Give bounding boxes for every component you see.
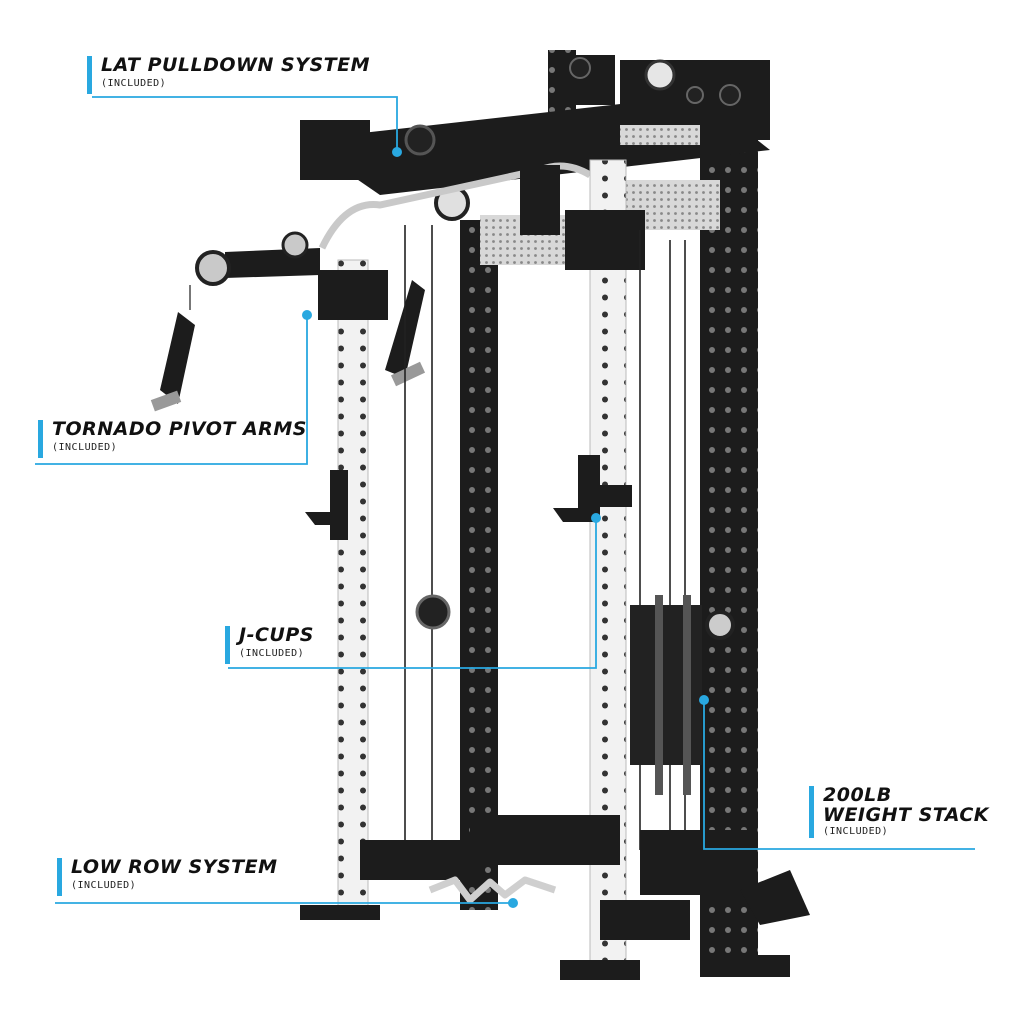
callout-accent-bar xyxy=(38,420,43,458)
top-pulleys xyxy=(404,57,741,221)
callout-accent-bar xyxy=(57,858,62,896)
callout-subtitle: (INCLUDED) xyxy=(101,78,167,89)
callout-subtitle: (INCLUDED) xyxy=(71,880,137,891)
rear-uprights xyxy=(460,50,758,960)
callout-subtitle: (INCLUDED) xyxy=(239,648,305,659)
callout-title-line1: 200LB xyxy=(823,784,892,806)
callout-title: LAT PULLDOWN SYSTEM xyxy=(101,54,371,76)
cable-pulley xyxy=(415,594,451,630)
callout-title: TORNADO PIVOT ARMS xyxy=(52,418,307,440)
leader-lines xyxy=(35,96,975,908)
callout-title: J-CUPS xyxy=(239,624,314,646)
low-row-bar xyxy=(428,876,557,904)
callout-subtitle: (INCLUDED) xyxy=(823,826,889,837)
tornado-pivot-arm xyxy=(189,231,320,310)
callout-title: LOW ROW SYSTEM xyxy=(71,856,278,878)
callout-accent-bar xyxy=(809,786,814,838)
rack-base xyxy=(300,815,810,980)
callout-title-line2: WEIGHT STACK xyxy=(823,804,990,826)
callout-subtitle: (INCLUDED) xyxy=(52,442,118,453)
j-cups xyxy=(305,455,632,540)
callout-accent-bar xyxy=(87,56,92,94)
lat-pulldown-bar xyxy=(318,162,592,250)
callout-accent-bar xyxy=(225,626,230,664)
weight-stack xyxy=(630,595,735,795)
pivot-carriages xyxy=(318,165,645,320)
